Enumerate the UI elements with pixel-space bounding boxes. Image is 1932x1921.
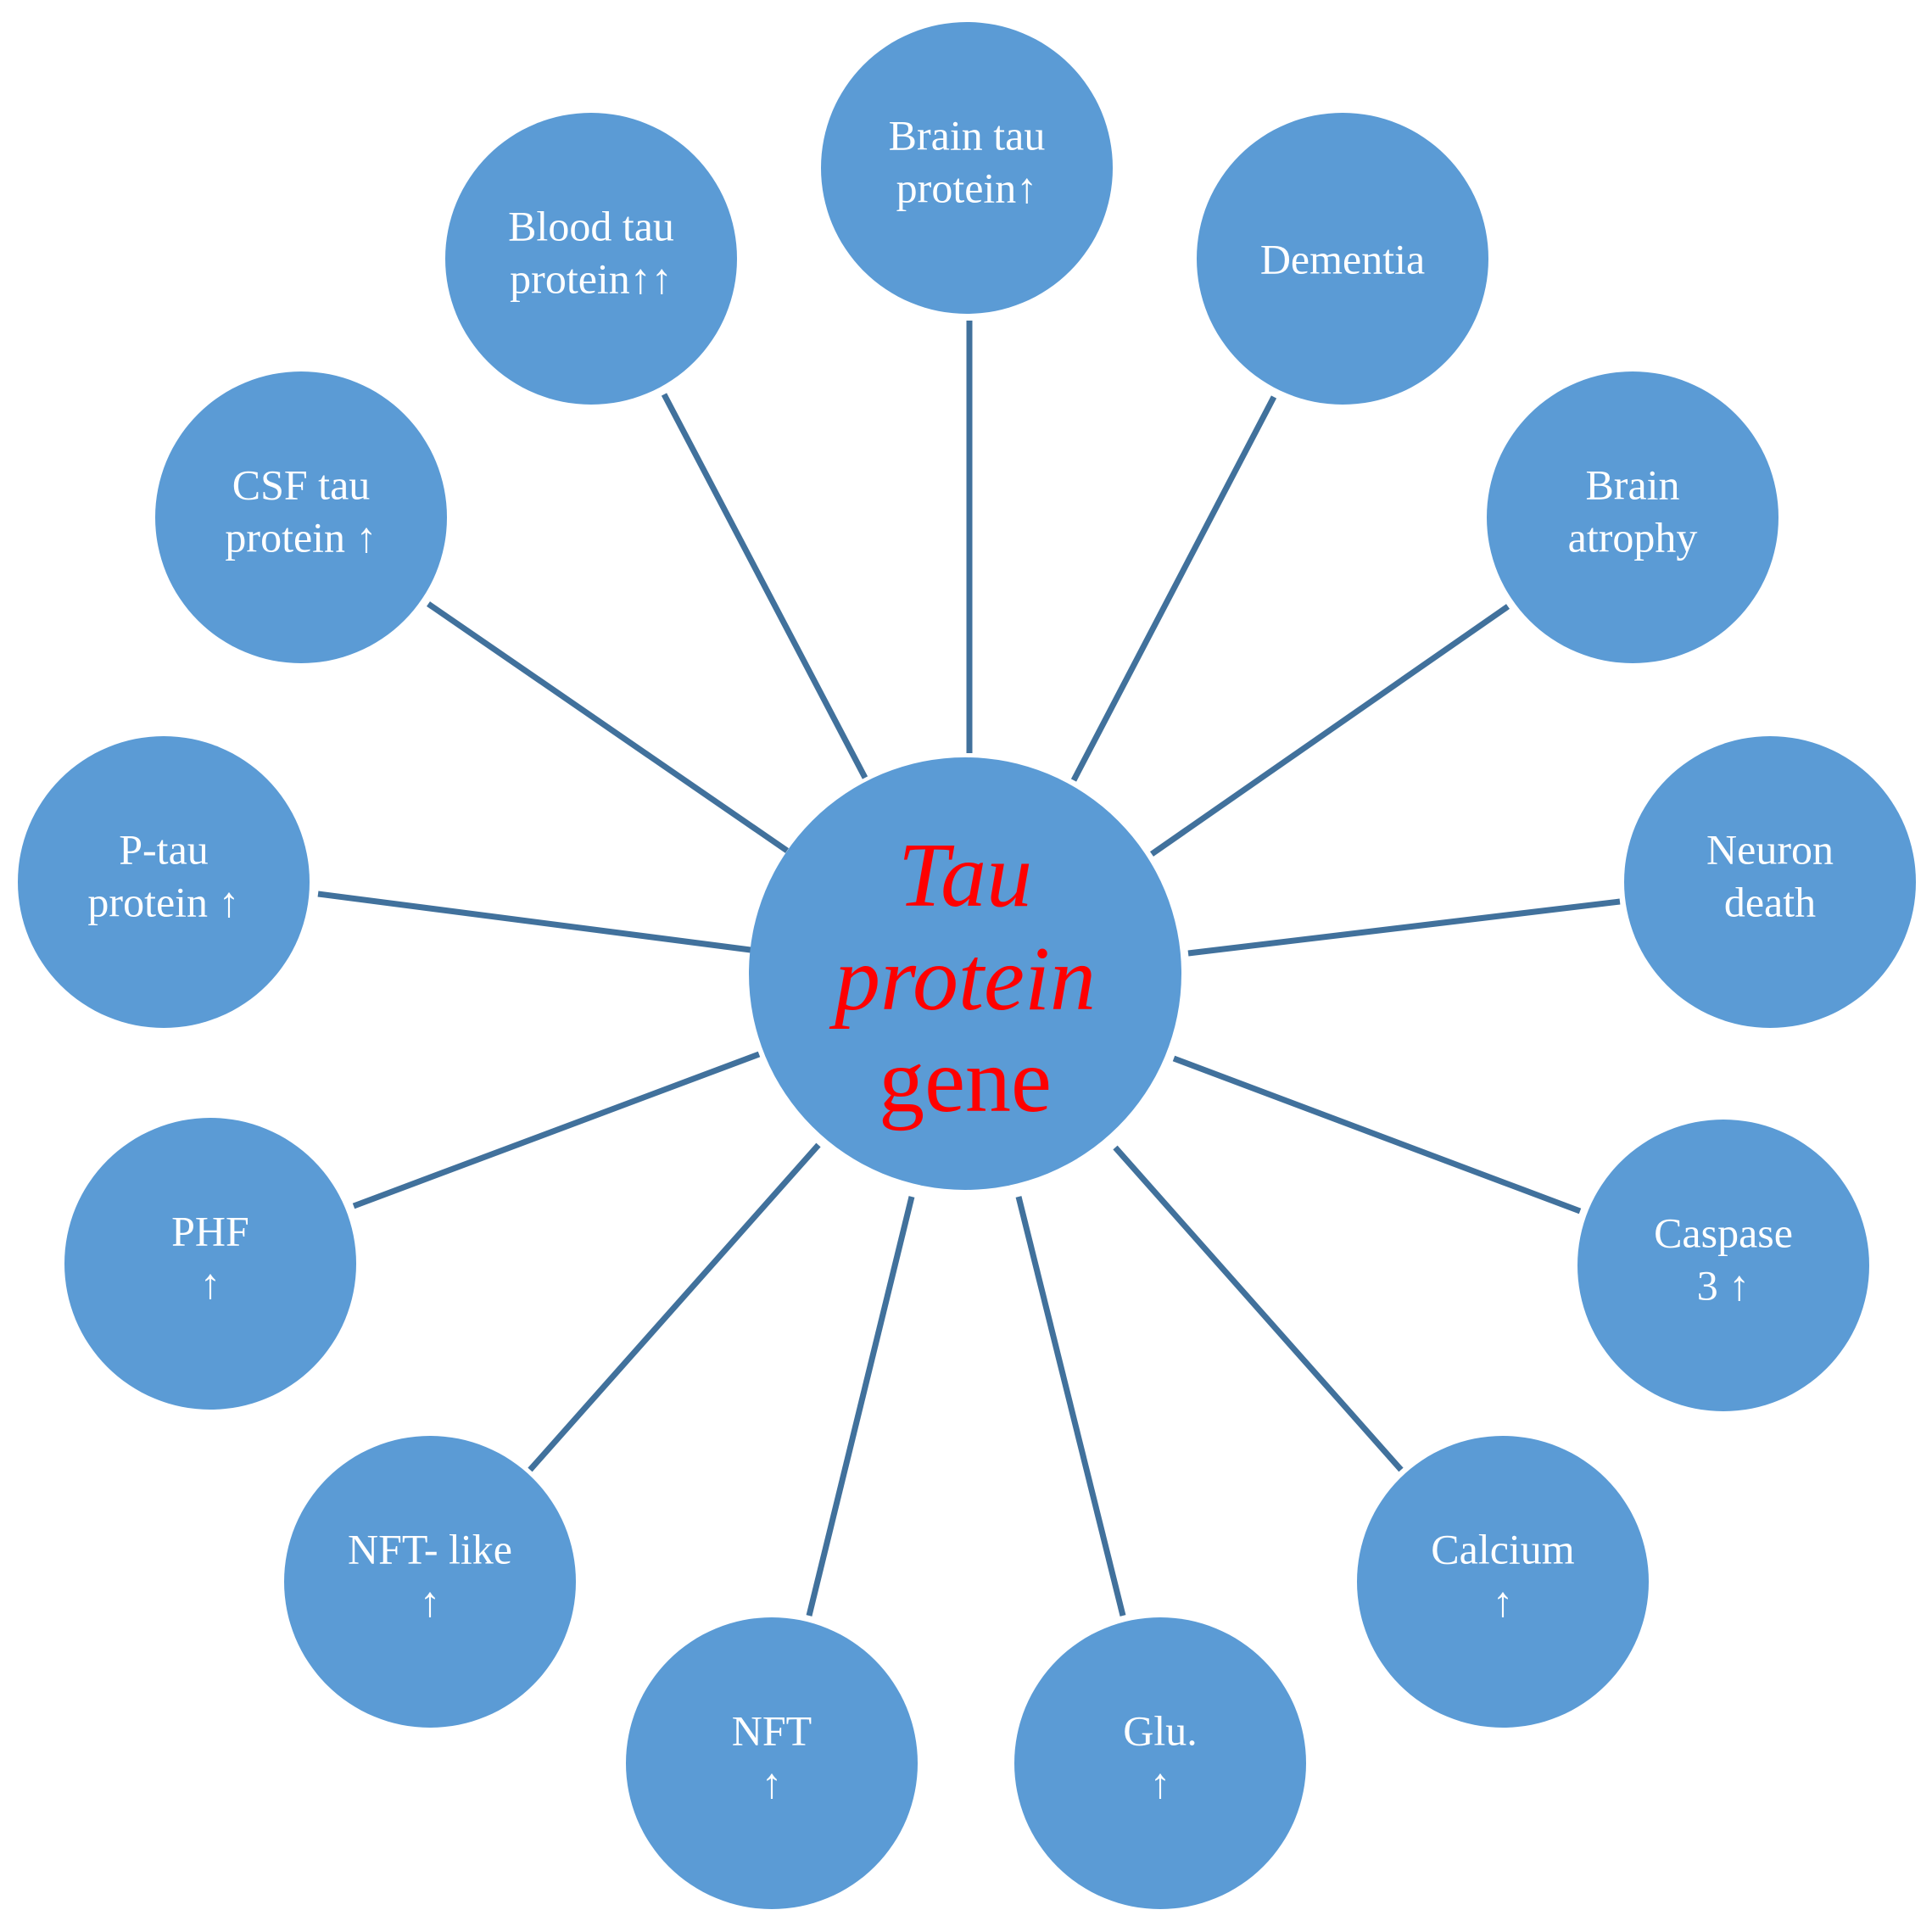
connector-calcium: [1113, 1145, 1404, 1472]
node-label-csf-tau-protein-line-1: CSF tau: [232, 461, 371, 509]
node-label-phf-line-1: PHF: [171, 1208, 249, 1255]
connector-brain-atrophy: [1150, 604, 1510, 857]
connector-blood-tau-protein: [661, 393, 868, 779]
connector-nft: [806, 1196, 915, 1617]
node-circle-nft-like: [284, 1436, 576, 1728]
node-label-brain-atrophy-line-2: atrophy: [1568, 514, 1698, 561]
node-brain-atrophy: Brain atrophy: [1487, 371, 1778, 663]
node-label-blood-tau-protein-line-2: protein↑↑: [510, 255, 673, 303]
center-node: Tau protein gene: [749, 757, 1181, 1190]
outer-nodes: Brain tauprotein↑DementiaBrainatrophyNeu…: [18, 22, 1916, 1909]
node-circle-dementia: [1197, 113, 1488, 405]
connector-p-tau-protein: [317, 891, 751, 953]
node-circle-csf-tau-protein: [155, 371, 447, 663]
node-blood-tau-protein: Blood tau protein↑↑: [445, 113, 737, 405]
node-label-brain-atrophy-line-1: Brain: [1585, 461, 1679, 509]
node-label-nft-like-line-1: NFT- like: [348, 1526, 512, 1573]
node-dementia: Dementia: [1197, 113, 1488, 405]
node-circle-p-tau-protein: [18, 736, 310, 1028]
node-label-glu-line-2: ↑: [1150, 1760, 1171, 1807]
node-circle-brain-tau-protein: [821, 22, 1113, 314]
node-circle-neuron-death: [1624, 736, 1916, 1028]
node-p-tau-protein: P-tau protein ↑: [18, 736, 310, 1028]
node-label-neuron-death-line-1: Neuron: [1706, 826, 1834, 874]
node-nft: NFT ↑: [626, 1617, 918, 1909]
node-label-glu-line-1: Glu.: [1123, 1707, 1198, 1755]
node-circle-phf: [64, 1118, 356, 1410]
node-label-p-tau-protein-line-1: P-tau: [119, 826, 209, 874]
node-label-p-tau-protein-line-2: protein ↑: [87, 879, 239, 926]
center-circle: [749, 757, 1181, 1190]
node-circle-calcium: [1357, 1436, 1649, 1728]
node-circle-brain-atrophy: [1487, 371, 1778, 663]
connector-caspase-3: [1172, 1055, 1582, 1215]
node-label-nft-like-line-2: ↑: [420, 1578, 441, 1626]
connector-dementia: [1070, 395, 1277, 782]
node-neuron-death: Neuron death: [1624, 736, 1916, 1028]
node-calcium: Calcium ↑: [1357, 1436, 1649, 1728]
node-label-csf-tau-protein-line-2: protein ↑: [225, 514, 377, 561]
center-label-line-1: Tau: [898, 825, 1032, 926]
node-label-brain-tau-protein-line-1: Brain tau: [889, 112, 1046, 159]
node-label-neuron-death-line-2: death: [1724, 879, 1816, 926]
node-label-nft-line-1: NFT: [732, 1707, 812, 1755]
connector-glu: [1015, 1196, 1126, 1617]
node-label-nft-line-2: ↑: [762, 1760, 783, 1807]
node-csf-tau-protein: CSF tau protein ↑: [155, 371, 447, 663]
center-label-line-3: gene: [879, 1030, 1052, 1131]
node-label-calcium-line-1: Calcium: [1431, 1526, 1575, 1573]
node-caspase-3: Caspase 3 ↑: [1577, 1120, 1869, 1411]
node-label-phf-line-2: ↑: [200, 1260, 221, 1308]
node-circle-caspase-3: [1577, 1120, 1869, 1411]
node-label-caspase-3-line-2: 3 ↑: [1697, 1262, 1751, 1310]
connector-neuron-death: [1187, 898, 1621, 957]
connector-csf-tau-protein: [427, 601, 789, 853]
node-phf: PHF ↑: [64, 1118, 356, 1410]
node-label-caspase-3-line-1: Caspase: [1654, 1209, 1793, 1257]
node-brain-tau-protein: Brain tau protein↑: [821, 22, 1113, 314]
node-label-blood-tau-protein-line-1: Blood tau: [508, 203, 674, 250]
node-label-calcium-line-2: ↑: [1493, 1578, 1514, 1626]
node-circle-glu: [1014, 1617, 1306, 1909]
node-circle-nft: [626, 1617, 918, 1909]
connector-phf: [352, 1051, 761, 1209]
node-nft-like: NFT- like ↑: [284, 1436, 576, 1728]
node-glu: Glu. ↑: [1014, 1617, 1306, 1909]
node-circle-blood-tau-protein: [445, 113, 737, 405]
node-label-dementia-line-1: Dementia: [1260, 236, 1425, 283]
center-label-line-2: protein: [829, 929, 1096, 1030]
connector-nft-like: [528, 1142, 821, 1472]
connector-lines: [317, 321, 1621, 1617]
node-label-brain-tau-protein-line-2: protein↑: [896, 165, 1038, 212]
